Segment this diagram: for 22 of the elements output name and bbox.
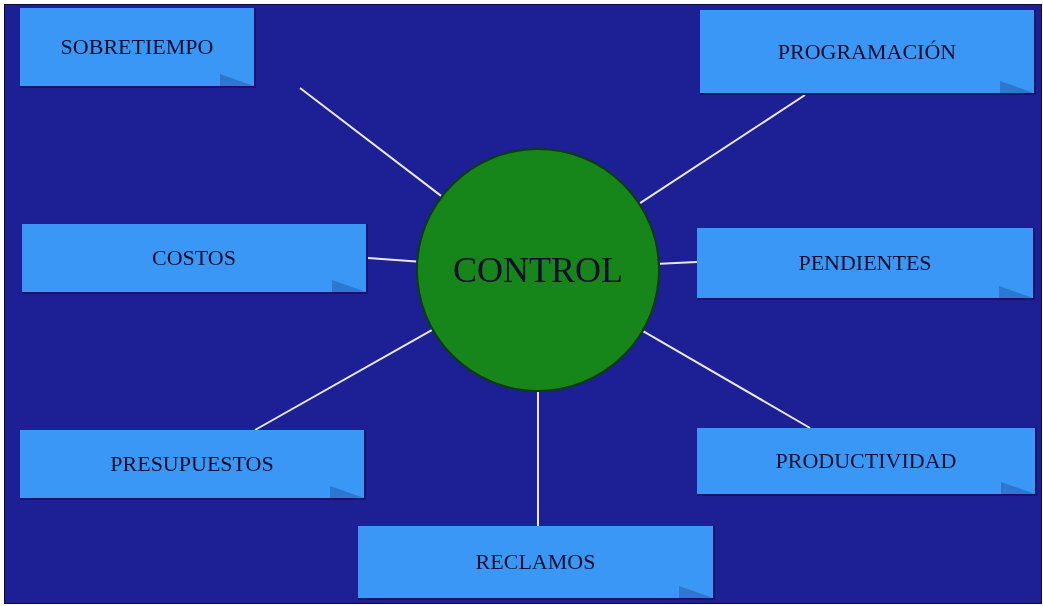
node-label: CONTROL (453, 249, 623, 291)
node-label: PRESUPUESTOS (110, 451, 274, 477)
connector-line (537, 391, 539, 527)
note-box (700, 10, 1036, 95)
note-box (20, 8, 256, 88)
note-box (697, 428, 1037, 496)
note-box (22, 224, 368, 294)
connector-line (254, 329, 433, 431)
note-box (697, 228, 1035, 300)
connector-line (639, 94, 806, 205)
connector-line (642, 330, 811, 429)
note-box (358, 526, 715, 600)
note-box (20, 430, 366, 500)
node-label: PROGRAMACIÓN (777, 38, 957, 65)
node-label: PENDIENTES (798, 250, 932, 276)
node-label: PRODUCTIVIDAD (775, 448, 957, 474)
node-label: RECLAMOS (475, 549, 596, 575)
connector-line (658, 261, 698, 265)
node-label: COSTOS (152, 245, 236, 271)
connector-line (299, 87, 443, 197)
node-label: SOBRETIEMPO (60, 34, 214, 60)
connector-line (367, 257, 418, 263)
